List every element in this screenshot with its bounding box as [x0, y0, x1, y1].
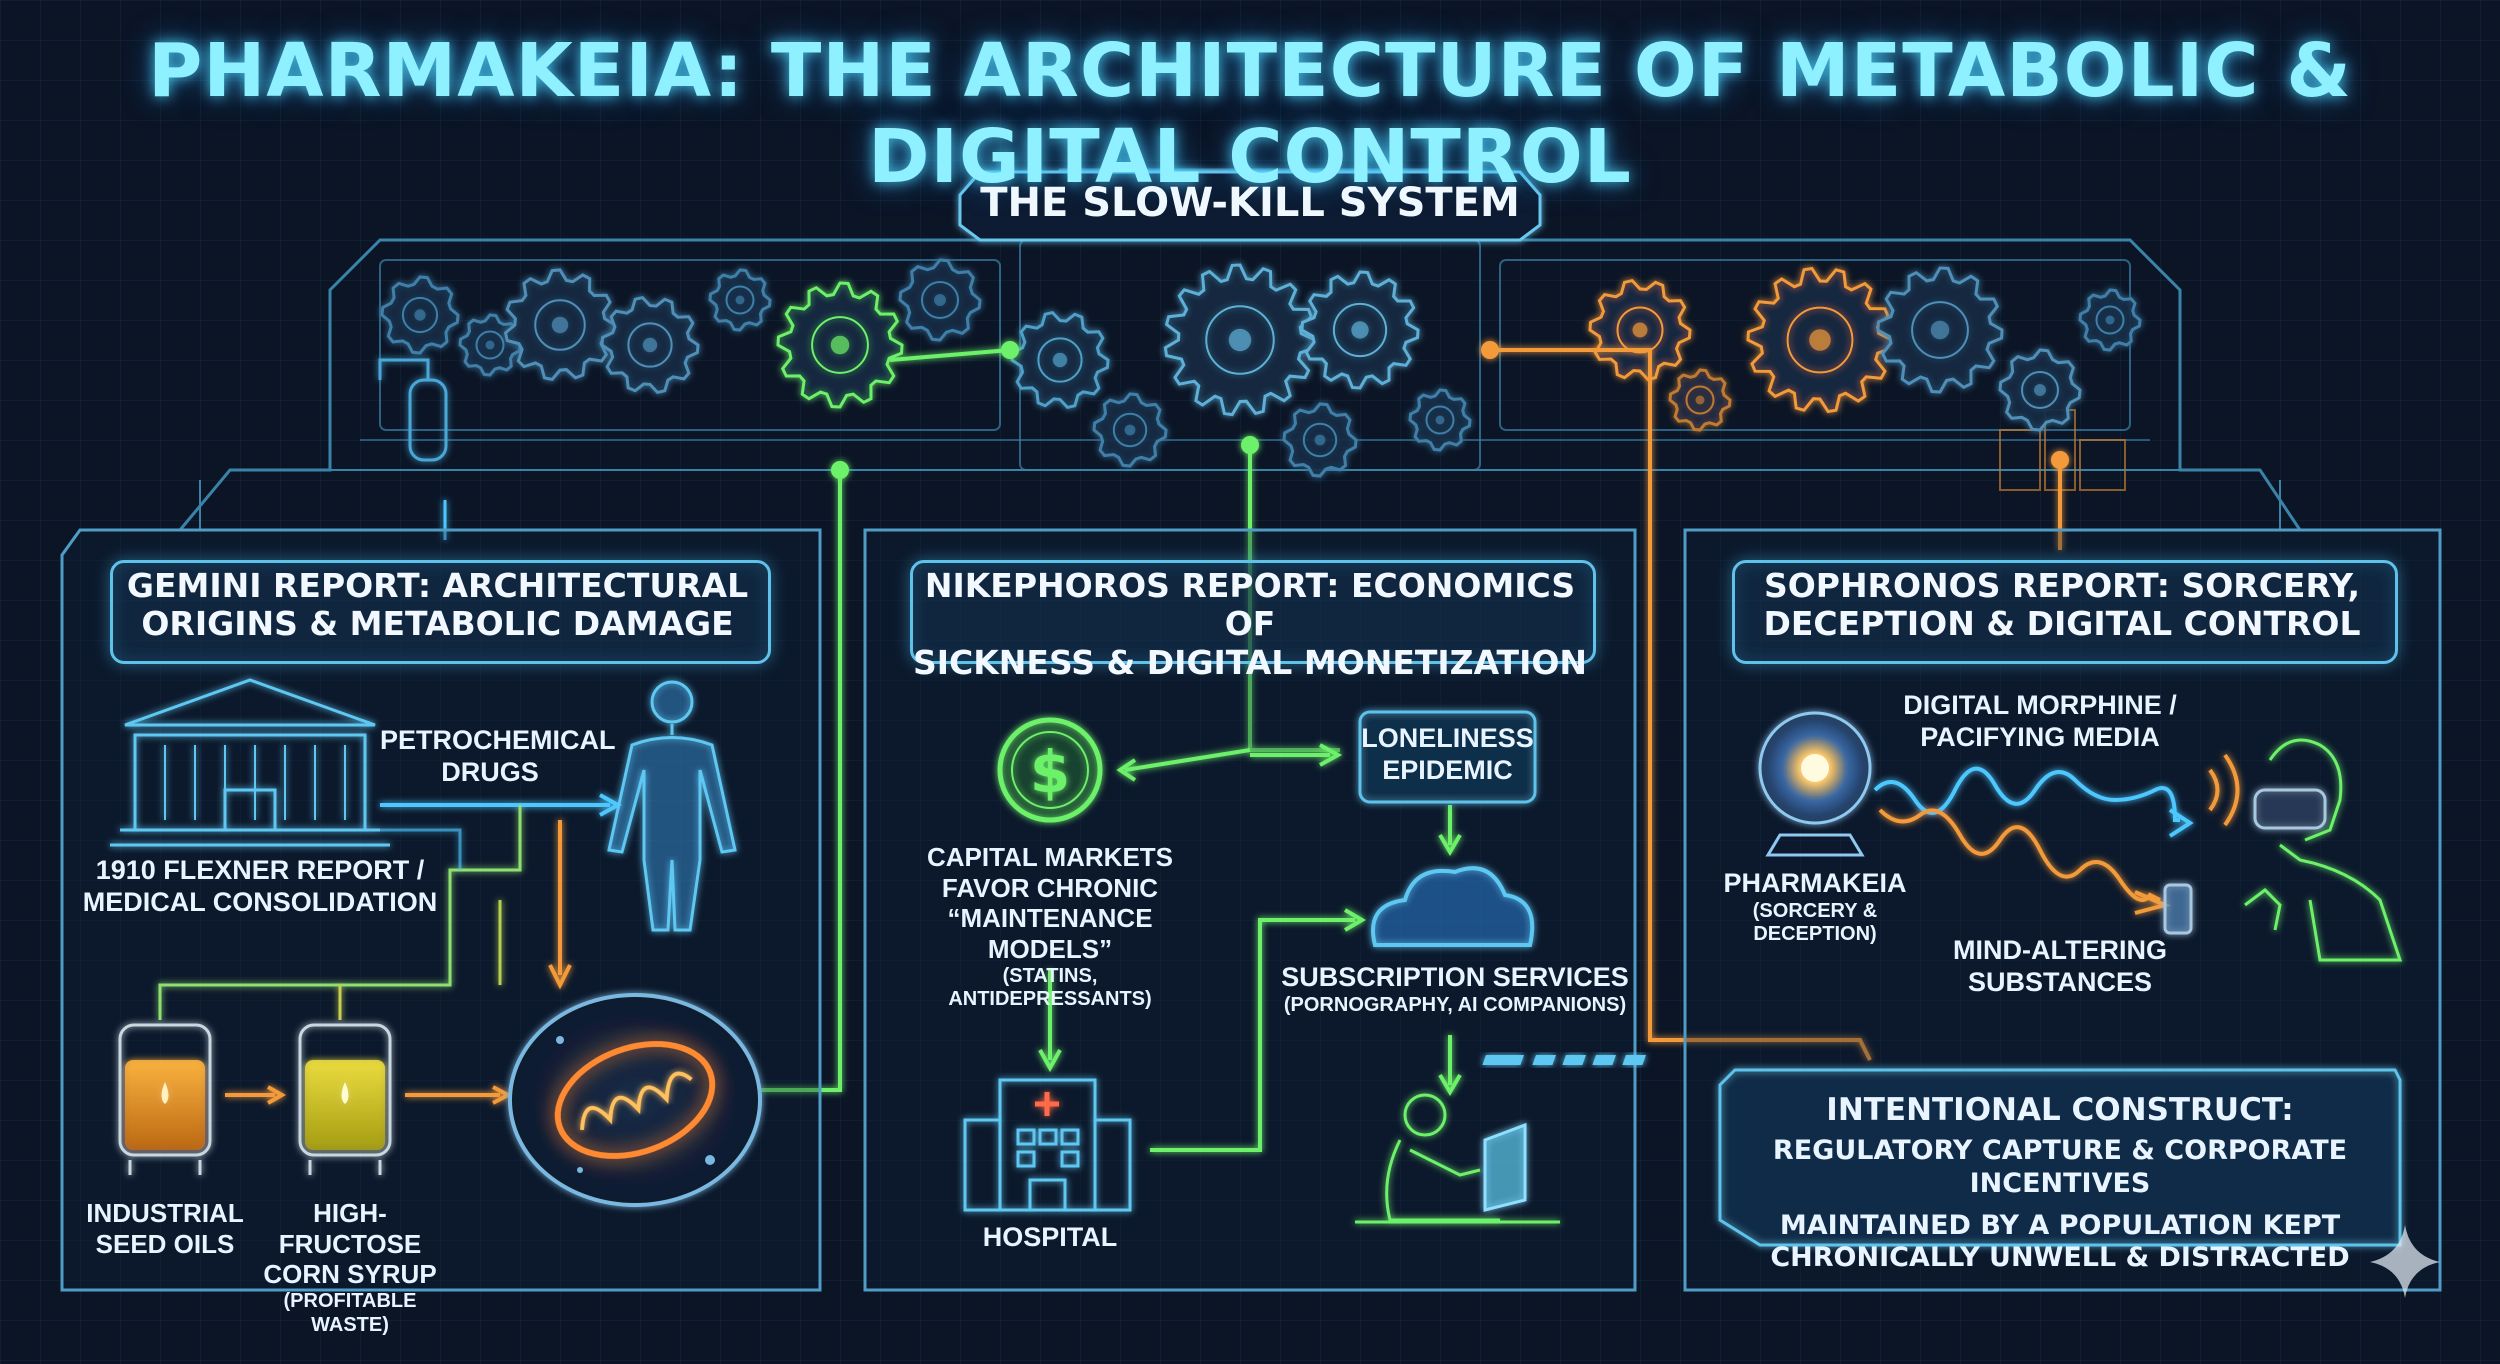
construct-tab-marks: [1482, 1055, 1647, 1065]
morphine-line1: DIGITAL MORPHINE /: [1903, 690, 2177, 720]
gear-icon: [1746, 266, 1894, 414]
mitochondria-cell-icon: [508, 993, 762, 1207]
gear-icon: [1408, 388, 1472, 452]
capital-line1: CAPITAL MARKETS: [926, 842, 1174, 872]
construct-line4: CHRONICALLY UNWELL & DISTRACTED: [1770, 1242, 2350, 1274]
gear-icon: [2078, 288, 2142, 352]
seed-oil-tank-icon: [118, 1023, 212, 1175]
nikephoros-report-header: [910, 560, 1596, 664]
subs-note: (PORNOGRAPHY, AI COMPANIONS): [1283, 993, 1627, 1016]
label-loneliness-epidemic: LONELINESS EPIDEMIC: [1360, 723, 1535, 787]
hfcs-note: (PROFITABLE WASTE): [283, 1290, 417, 1336]
gear-icon: [776, 281, 904, 409]
cloud-icon: [1371, 866, 1535, 947]
pharm-note: (SORCERY & DECEPTION): [1752, 899, 1878, 946]
gemini-header-line2: ORIGINS & METABOLIC DAMAGE: [141, 604, 734, 644]
lonely-line1: LONELINESS: [1361, 723, 1534, 753]
gear-icon: [898, 258, 982, 342]
gear-icon: [458, 313, 522, 377]
pipe-tank-left: [378, 358, 448, 540]
gear-icon: [1668, 368, 1732, 432]
construct-line1: INTENTIONAL CONSTRUCT:: [1826, 1092, 2294, 1128]
dollar-coin-icon: $: [997, 717, 1103, 823]
nikephoros-header-line1: NIKEPHOROS REPORT: ECONOMICS OF: [924, 566, 1576, 644]
system-label: THE SLOW-KILL SYSTEM: [980, 180, 1520, 226]
label-hfcs: HIGH-FRUCTOSE CORN SYRUP (PROFITABLE WAS…: [245, 1198, 455, 1337]
nikephoros-report-header-text: NIKEPHOROS REPORT: ECONOMICS OF SICKNESS…: [910, 566, 1590, 682]
capital-line3: “MAINTENANCE MODELS”: [947, 903, 1153, 965]
sophronos-header-line1: SOPHRONOS REPORT: SORCERY,: [1763, 566, 2361, 605]
building-icon: [110, 678, 390, 847]
lonely-line2: EPIDEMIC: [1382, 754, 1513, 785]
seed-line1: INDUSTRIAL: [86, 1198, 244, 1228]
person-at-computer-icon: [1355, 1093, 1560, 1224]
label-seed-oils: INDUSTRIAL SEED OILS: [75, 1198, 255, 1259]
gear-icon: [1300, 270, 1420, 390]
mind-line2: SUBSTANCES: [1967, 966, 2153, 997]
nikephoros-header-line2: SICKNESS & DIGITAL MONETIZATION: [912, 642, 1588, 682]
center-arrows: [1038, 743, 1462, 1152]
gear-group: [380, 258, 2142, 478]
hfcs-line1: HIGH-FRUCTOSE: [278, 1198, 422, 1259]
seed-line2: SEED OILS: [95, 1228, 235, 1259]
gemini-report-header: [110, 560, 771, 664]
gear-icon: [1092, 392, 1168, 468]
construct-frame: [1718, 1068, 2402, 1247]
hfcs-tank-icon: [298, 1023, 392, 1175]
sophronos-header-line2: DECEPTION & DIGITAL CONTROL: [1763, 604, 2361, 644]
petro-line2: DRUGS: [441, 756, 539, 787]
construct-line3: MAINTAINED BY A POPULATION KEPT: [1779, 1209, 2341, 1241]
mind-line1: MIND-ALTERING: [1953, 935, 2167, 965]
flexner-line1: 1910 FLEXNER REPORT /: [95, 855, 425, 885]
label-hospital: HOSPITAL: [982, 1222, 1118, 1252]
label-pharmakeia: PHARMAKEIA (SORCERY & DECEPTION): [1695, 868, 1935, 947]
capital-line2: FAVOR CHRONIC: [941, 872, 1159, 903]
gear-icon: [1588, 278, 1692, 382]
crystal-ball-icon: [1758, 711, 1872, 857]
sophronos-report-header-text: SOPHRONOS REPORT: SORCERY, DECEPTION & D…: [1732, 566, 2392, 644]
svg-text:$: $: [1030, 738, 1070, 806]
gear-icon: [1998, 348, 2082, 432]
wave-lines: [1873, 753, 2240, 915]
capital-note: (STATINS, ANTIDEPRESSANTS): [948, 964, 1152, 1011]
flexner-line2: MEDICAL CONSOLIDATION: [82, 886, 438, 917]
sophronos-report-header: [1732, 560, 2398, 664]
orange-connector: [1481, 341, 2069, 1061]
vr-headset-person-icon: [2163, 738, 2403, 962]
system-label-plate: [958, 170, 1542, 242]
loneliness-box: [1358, 710, 1537, 804]
subs-line1: SUBSCRIPTION SERVICES: [1281, 962, 1629, 992]
gear-icon: [1876, 266, 2004, 394]
gemini-report-header-text: GEMINI REPORT: ARCHITECTURAL ORIGINS & M…: [110, 566, 765, 644]
left-arrows: [158, 793, 623, 1105]
sparkle-icon: [2370, 1225, 2440, 1298]
intentional-construct-text: INTENTIONAL CONSTRUCT: REGULATORY CAPTUR…: [1725, 1092, 2395, 1275]
pharm-line: PHARMAKEIA: [1723, 868, 1907, 898]
label-subscription-services: SUBSCRIPTION SERVICES (PORNOGRAPHY, AI C…: [1260, 962, 1650, 1017]
label-digital-morphine: DIGITAL MORPHINE / PACIFYING MEDIA: [1890, 690, 2190, 754]
gemini-header-line1: GEMINI REPORT: ARCHITECTURAL: [126, 566, 749, 605]
gear-icon: [1010, 310, 1110, 410]
gear-icon: [1282, 402, 1358, 478]
gear-icon: [380, 275, 460, 355]
gear-icon: [600, 295, 700, 395]
human-figure-icon: [607, 680, 737, 932]
construct-line2: REGULATORY CAPTURE & CORPORATE INCENTIVE…: [1772, 1135, 2348, 1199]
petro-line1: PETROCHEMICAL: [380, 725, 616, 755]
label-petrochemical-drugs: PETROCHEMICAL DRUGS: [380, 725, 616, 789]
hfcs-line2: CORN SYRUP: [263, 1259, 437, 1290]
label-capital-markets: CAPITAL MARKETS FAVOR CHRONIC “MAINTENAN…: [900, 842, 1200, 1012]
page-title: PHARMAKEIA: THE ARCHITECTURE OF METABOLI…: [148, 28, 2352, 200]
green-connectors: [760, 341, 1019, 1092]
hospital-icon: [963, 1078, 1132, 1212]
gear-icon: [1163, 263, 1317, 417]
label-flexner-report: 1910 FLEXNER REPORT / MEDICAL CONSOLIDAT…: [70, 855, 450, 919]
gear-icon: [503, 268, 617, 382]
gear-icon: [708, 268, 772, 332]
morphine-line2: PACIFYING MEDIA: [1920, 721, 2160, 752]
label-mind-altering: MIND-ALTERING SUBSTANCES: [1920, 935, 2200, 999]
